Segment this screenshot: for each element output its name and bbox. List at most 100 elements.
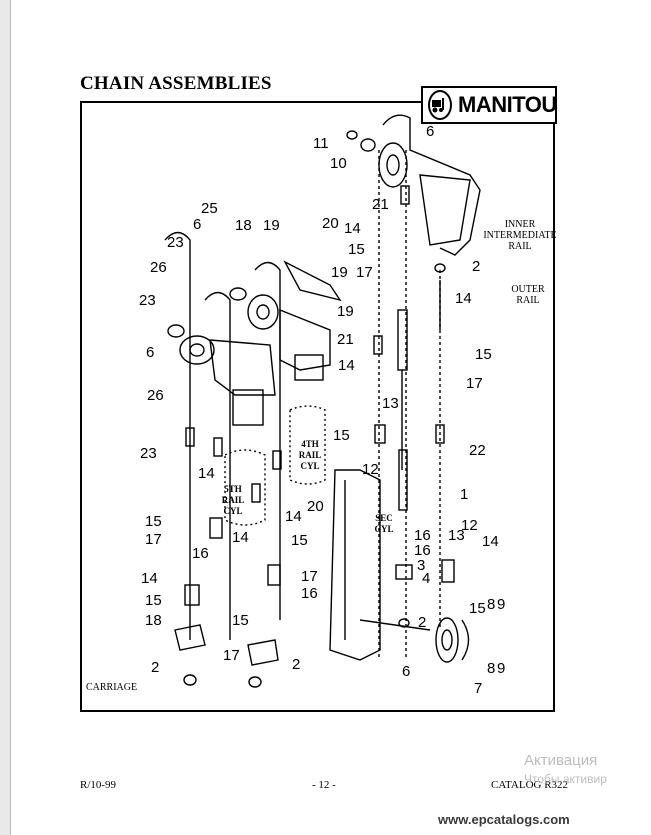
- inner-rail-bracket: [419, 174, 471, 246]
- callout-28b: 26: [150, 259, 167, 276]
- callout-17d: 17: [301, 568, 318, 585]
- callout-19: 19: [337, 303, 354, 320]
- anchor-mid: [247, 639, 279, 666]
- activation-watermark: Активация: [524, 752, 598, 769]
- callout-9: 9: [497, 596, 506, 613]
- diagram-frame: [80, 101, 555, 712]
- callout-14h: 14: [141, 570, 158, 587]
- callout-12b: 12: [461, 517, 478, 534]
- callout-15g: 15: [232, 612, 249, 629]
- callout-28: 18: [235, 217, 252, 234]
- callout-16: 16: [192, 545, 209, 562]
- brand-logo-text: MANITOU: [458, 92, 557, 117]
- callout-6: 6: [426, 123, 435, 140]
- page-left-edge-line: [10, 0, 11, 835]
- callout-14e: 14: [285, 508, 302, 525]
- callout-14b: 14: [338, 357, 355, 374]
- brand-logo: MANITOU: [421, 86, 557, 124]
- callout-17b: 17: [466, 375, 483, 392]
- callout-9b: 9: [497, 660, 506, 677]
- callout-17e: 17: [223, 647, 240, 664]
- label-4th-rail: RAIL: [298, 450, 322, 460]
- cylinder-4th: [289, 405, 326, 485]
- callout-6c: 6: [146, 344, 155, 361]
- callout-14: 14: [344, 220, 361, 237]
- callout-13b: 13: [448, 527, 465, 544]
- guard-7: [461, 619, 470, 661]
- callout-14g: 14: [482, 533, 499, 550]
- callout-15d: 15: [145, 513, 162, 530]
- callout-13: 13: [382, 395, 399, 412]
- callout-17: 17: [356, 264, 373, 281]
- bracket-29: [283, 260, 342, 302]
- callout-15f: 15: [145, 592, 162, 609]
- callout-17c: 17: [145, 531, 162, 548]
- page-left-edge: [0, 0, 10, 835]
- label-outer: OUTER: [511, 284, 545, 295]
- callout-20: 20: [307, 498, 324, 515]
- callout-4: 4: [422, 570, 431, 587]
- callout-15c: 15: [333, 427, 350, 444]
- callout-16c: 16: [414, 542, 431, 559]
- cylinder-head-5th: [209, 339, 276, 396]
- site-url[interactable]: www.epcatalogs.com: [438, 812, 570, 827]
- label-outer-rail-word: RAIL: [516, 295, 540, 306]
- label-intermediate: INTERMEDIATE: [483, 230, 557, 241]
- label-sec: SEC: [375, 513, 393, 523]
- label-4th-rail-cyl: 4TH RAIL CYL: [292, 439, 328, 472]
- carriage-rail-right: [204, 291, 231, 640]
- callout-12: 12: [362, 461, 379, 478]
- footer-page-number: - 12 -: [312, 779, 336, 791]
- activation-watermark-sub: Чтобы активир: [524, 772, 607, 786]
- callout-21b: 21: [337, 331, 354, 348]
- cylinder-head-4th: [279, 308, 331, 371]
- callout-3: 3: [417, 557, 426, 574]
- page-title: CHAIN ASSEMBLIES: [80, 73, 272, 94]
- callout-30: 20: [322, 215, 339, 232]
- footer-catalog: CATALOG R322: [491, 779, 569, 791]
- callout-23: 23: [140, 445, 157, 462]
- callout-25: 23: [167, 234, 184, 251]
- footer-revision: R/10-99: [80, 779, 117, 791]
- callout-2d: 2: [292, 656, 301, 673]
- label-5th-cyl: CYL: [223, 506, 243, 516]
- label-sec-cyl-word: CYL: [374, 524, 394, 534]
- rod-1: [398, 449, 408, 511]
- label-inner-intermediate-rail: INNER INTERMEDIATE RAIL: [472, 219, 568, 252]
- callout-8: 8: [487, 596, 496, 613]
- callout-2c: 2: [151, 659, 160, 676]
- callout-6d: 6: [402, 663, 411, 680]
- forklift-logo-icon: [428, 90, 452, 120]
- callout-10: 10: [330, 155, 347, 172]
- sec-cylinder-frame: [329, 469, 381, 661]
- callout-15: 15: [348, 241, 365, 258]
- callout-11: 11: [313, 135, 329, 152]
- label-4th: 4TH: [301, 439, 319, 449]
- bottom-pulley: [435, 617, 459, 663]
- callout-27: 26: [147, 387, 164, 404]
- label-5th-rail: RAIL: [221, 495, 245, 505]
- pulley-left: [179, 335, 215, 365]
- callout-7: 7: [474, 680, 483, 697]
- top-pulley: [378, 142, 408, 188]
- cylinder-5th-top: [232, 389, 264, 426]
- callout-16b: 16: [414, 527, 431, 544]
- label-inner: INNER: [504, 219, 536, 230]
- carriage-rail-left: [164, 231, 191, 640]
- callout-26: 25: [201, 200, 218, 217]
- anchor-left: [174, 624, 206, 651]
- callout-21: 21: [372, 196, 389, 213]
- pulley-mid: [247, 294, 279, 330]
- label-4th-cyl: CYL: [300, 461, 320, 471]
- callout-25b: 23: [139, 292, 156, 309]
- label-5th: 5TH: [224, 484, 242, 494]
- callout-22: 22: [469, 442, 486, 459]
- callout-2: 2: [472, 258, 481, 275]
- callout-29b: 19: [331, 264, 348, 281]
- callout-14f: 14: [232, 529, 249, 546]
- inner-rail-outline: [382, 114, 481, 256]
- label-carriage: CARRIAGE: [86, 682, 138, 693]
- label-rail: RAIL: [508, 241, 532, 252]
- callout-1: 1: [460, 486, 469, 503]
